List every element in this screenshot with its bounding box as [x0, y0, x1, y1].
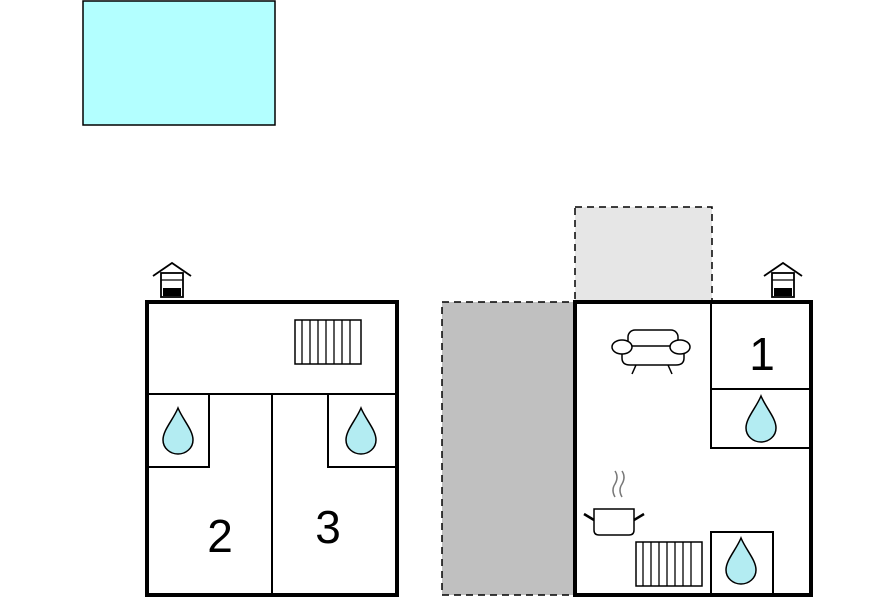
terrace-area [574, 206, 713, 303]
room-label-2: 2 [207, 510, 233, 562]
room-label-1: 1 [749, 328, 775, 380]
room-label-3: 3 [315, 501, 341, 553]
radiator-icon [635, 541, 703, 587]
entrance-icon [763, 262, 803, 298]
terrace-area [441, 301, 576, 596]
entrance-icon [152, 262, 192, 298]
pool-area [82, 0, 276, 126]
radiator-icon [294, 319, 362, 365]
cooking-pot-icon [583, 470, 645, 536]
sofa-icon [611, 329, 691, 375]
